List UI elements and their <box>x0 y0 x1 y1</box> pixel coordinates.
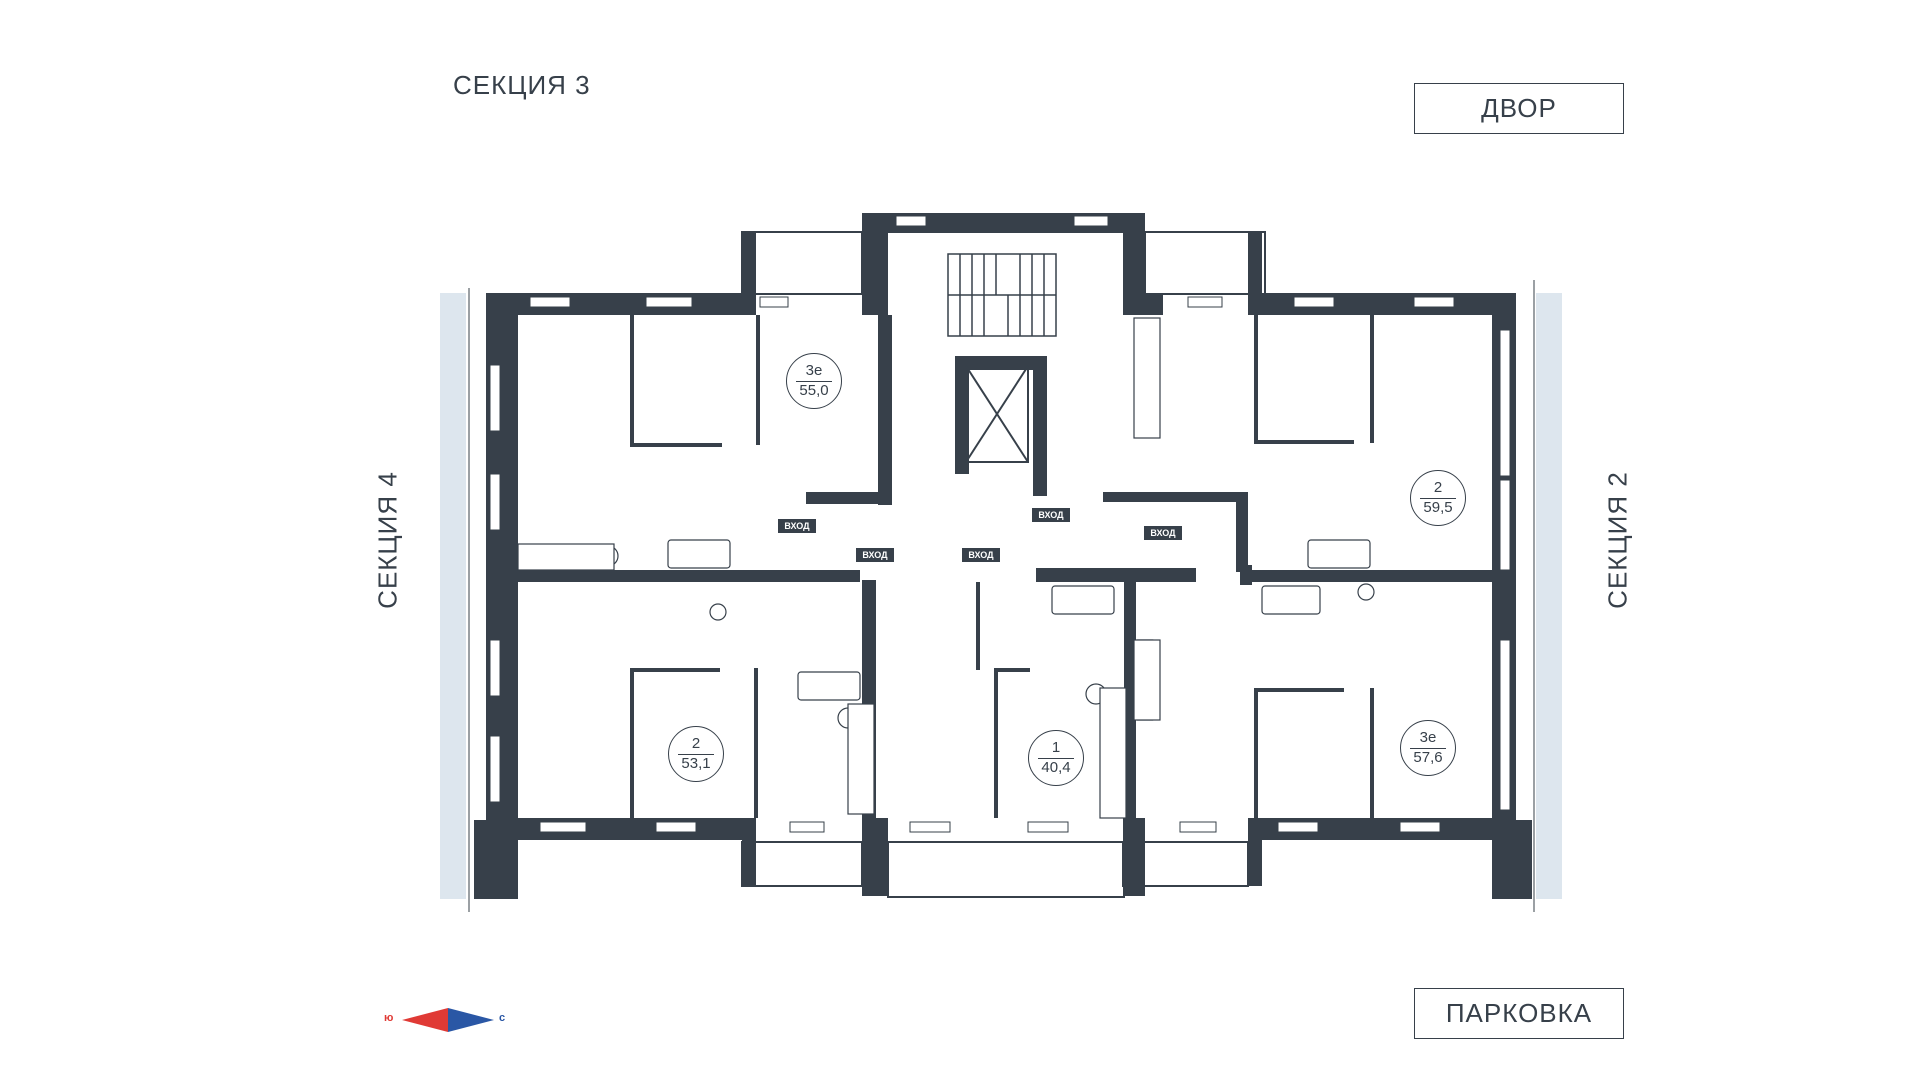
parking-label-box: ПАРКОВКА <box>1414 988 1624 1039</box>
glazing-west <box>440 293 466 899</box>
elevator-shaft <box>965 365 1029 463</box>
compass-north-label: с <box>499 1012 506 1024</box>
entrance-tag-1: ВХОД <box>778 519 816 533</box>
apartment-divider <box>678 753 714 755</box>
apartment-badge: 3е 57,6 <box>1400 720 1456 776</box>
compass-arrow <box>402 1008 494 1032</box>
apartment-badge: 3е 55,0 <box>786 353 842 409</box>
apartment-badge: 1 40,4 <box>1028 730 1084 786</box>
plumbing-fixtures <box>597 403 1375 729</box>
parking-label: ПАРКОВКА <box>1445 998 1593 1028</box>
yard-label-box: ДВОР <box>1414 83 1624 134</box>
compass-south-label: ю <box>384 1012 394 1024</box>
apartment-rooms: 1 <box>1051 739 1061 756</box>
apartment-badge: 2 53,1 <box>668 726 724 782</box>
apartment-divider <box>796 380 832 382</box>
entrance-tag-2: ВХОД <box>856 548 894 562</box>
apartment-rooms: 2 <box>1433 479 1443 496</box>
apartment-badge: 2 59,5 <box>1410 470 1466 526</box>
section-3-label: СЕКЦИЯ 3 <box>453 70 591 100</box>
apartment-area: 59,5 <box>1423 498 1453 516</box>
apartment-divider <box>1038 757 1074 759</box>
apartment-rooms: 3е <box>805 362 823 379</box>
yard-label: ДВОР <box>1481 93 1557 123</box>
apartment-area: 57,6 <box>1413 748 1443 766</box>
entrance-tag-4: ВХОД <box>1032 508 1070 522</box>
entrance-tag-3: ВХОД <box>962 548 1000 562</box>
apartment-rooms: 3е <box>1419 729 1437 746</box>
entrance-tag-5: ВХОД <box>1144 526 1182 540</box>
glazing-east <box>1536 293 1562 899</box>
apartment-area: 40,4 <box>1041 758 1071 776</box>
staircase <box>947 253 1057 337</box>
apartment-rooms: 2 <box>691 735 701 752</box>
apartment-divider <box>1410 747 1446 749</box>
windows <box>489 215 1511 833</box>
apartment-divider <box>1420 497 1456 499</box>
apartment-area: 53,1 <box>681 754 711 772</box>
balconies <box>741 231 1266 898</box>
interior-walls <box>486 315 1514 818</box>
apartment-area: 55,0 <box>799 381 829 399</box>
kitchen-counters <box>517 317 1161 819</box>
